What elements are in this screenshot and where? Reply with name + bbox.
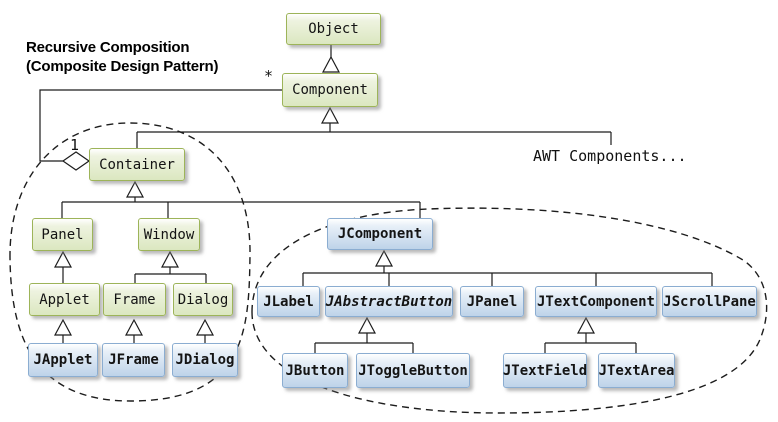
- inheritance-trunk-component: [136, 106, 612, 148]
- class-box-component: Component: [282, 73, 378, 107]
- swing-lightweight-group-outline: [251, 207, 768, 414]
- class-box-jscrollpane: JScrollPane: [662, 286, 757, 317]
- inheritance-applet-japplet: [54, 318, 72, 343]
- inheritance-frame-jframe: [125, 318, 143, 343]
- class-box-jtextcomponent: JTextComponent: [535, 286, 657, 317]
- inheritance-component-object: [322, 45, 340, 73]
- inheritance-dialog-jdialog: [196, 318, 214, 343]
- class-box-jlabel: JLabel: [257, 286, 320, 317]
- inheritance-container-children: [61, 180, 421, 218]
- class-box-jtextfield: JTextField: [503, 353, 587, 388]
- diagram-title: Recursive Composition (Composite Design …: [26, 38, 219, 76]
- class-box-dialog: Dialog: [173, 283, 233, 316]
- class-box-japplet: JApplet: [28, 343, 98, 377]
- diagram-title-line2: (Composite Design Pattern): [26, 58, 219, 75]
- class-box-frame: Frame: [103, 283, 166, 316]
- class-box-jdialog: JDialog: [172, 343, 238, 377]
- inheritance-jcomponent-children: [302, 249, 713, 286]
- inheritance-abstractbutton-children: [314, 316, 414, 353]
- class-box-panel: Panel: [32, 218, 93, 251]
- multiplicity-one-label: 1: [70, 136, 80, 154]
- awt-components-label: AWT Components...: [533, 147, 687, 165]
- aggregation-diamond: [61, 151, 91, 171]
- awt-heavyweight-group-outline: [9, 122, 251, 402]
- class-box-jtogglebutton: JToggleButton: [356, 353, 470, 388]
- inheritance-panel-applet: [54, 250, 72, 283]
- class-box-jbutton: JButton: [282, 353, 348, 388]
- class-box-jframe: JFrame: [102, 343, 165, 377]
- class-box-object: Object: [286, 13, 381, 45]
- class-box-jabstractbutton: JAbstractButton: [325, 286, 453, 317]
- aggregation-container-component: [39, 89, 282, 171]
- inheritance-window-children: [134, 250, 207, 283]
- class-box-jtextarea: JTextArea: [598, 353, 675, 388]
- multiplicity-many-label: *: [264, 67, 274, 85]
- class-box-applet: Applet: [29, 283, 100, 316]
- class-box-window: Window: [138, 218, 200, 251]
- class-box-container: Container: [89, 148, 185, 181]
- class-box-jpanel: JPanel: [460, 286, 524, 317]
- diagram-title-line1: Recursive Composition: [26, 39, 190, 56]
- class-box-jcomponent: JComponent: [327, 218, 433, 250]
- inheritance-textcomponent-children: [544, 316, 637, 353]
